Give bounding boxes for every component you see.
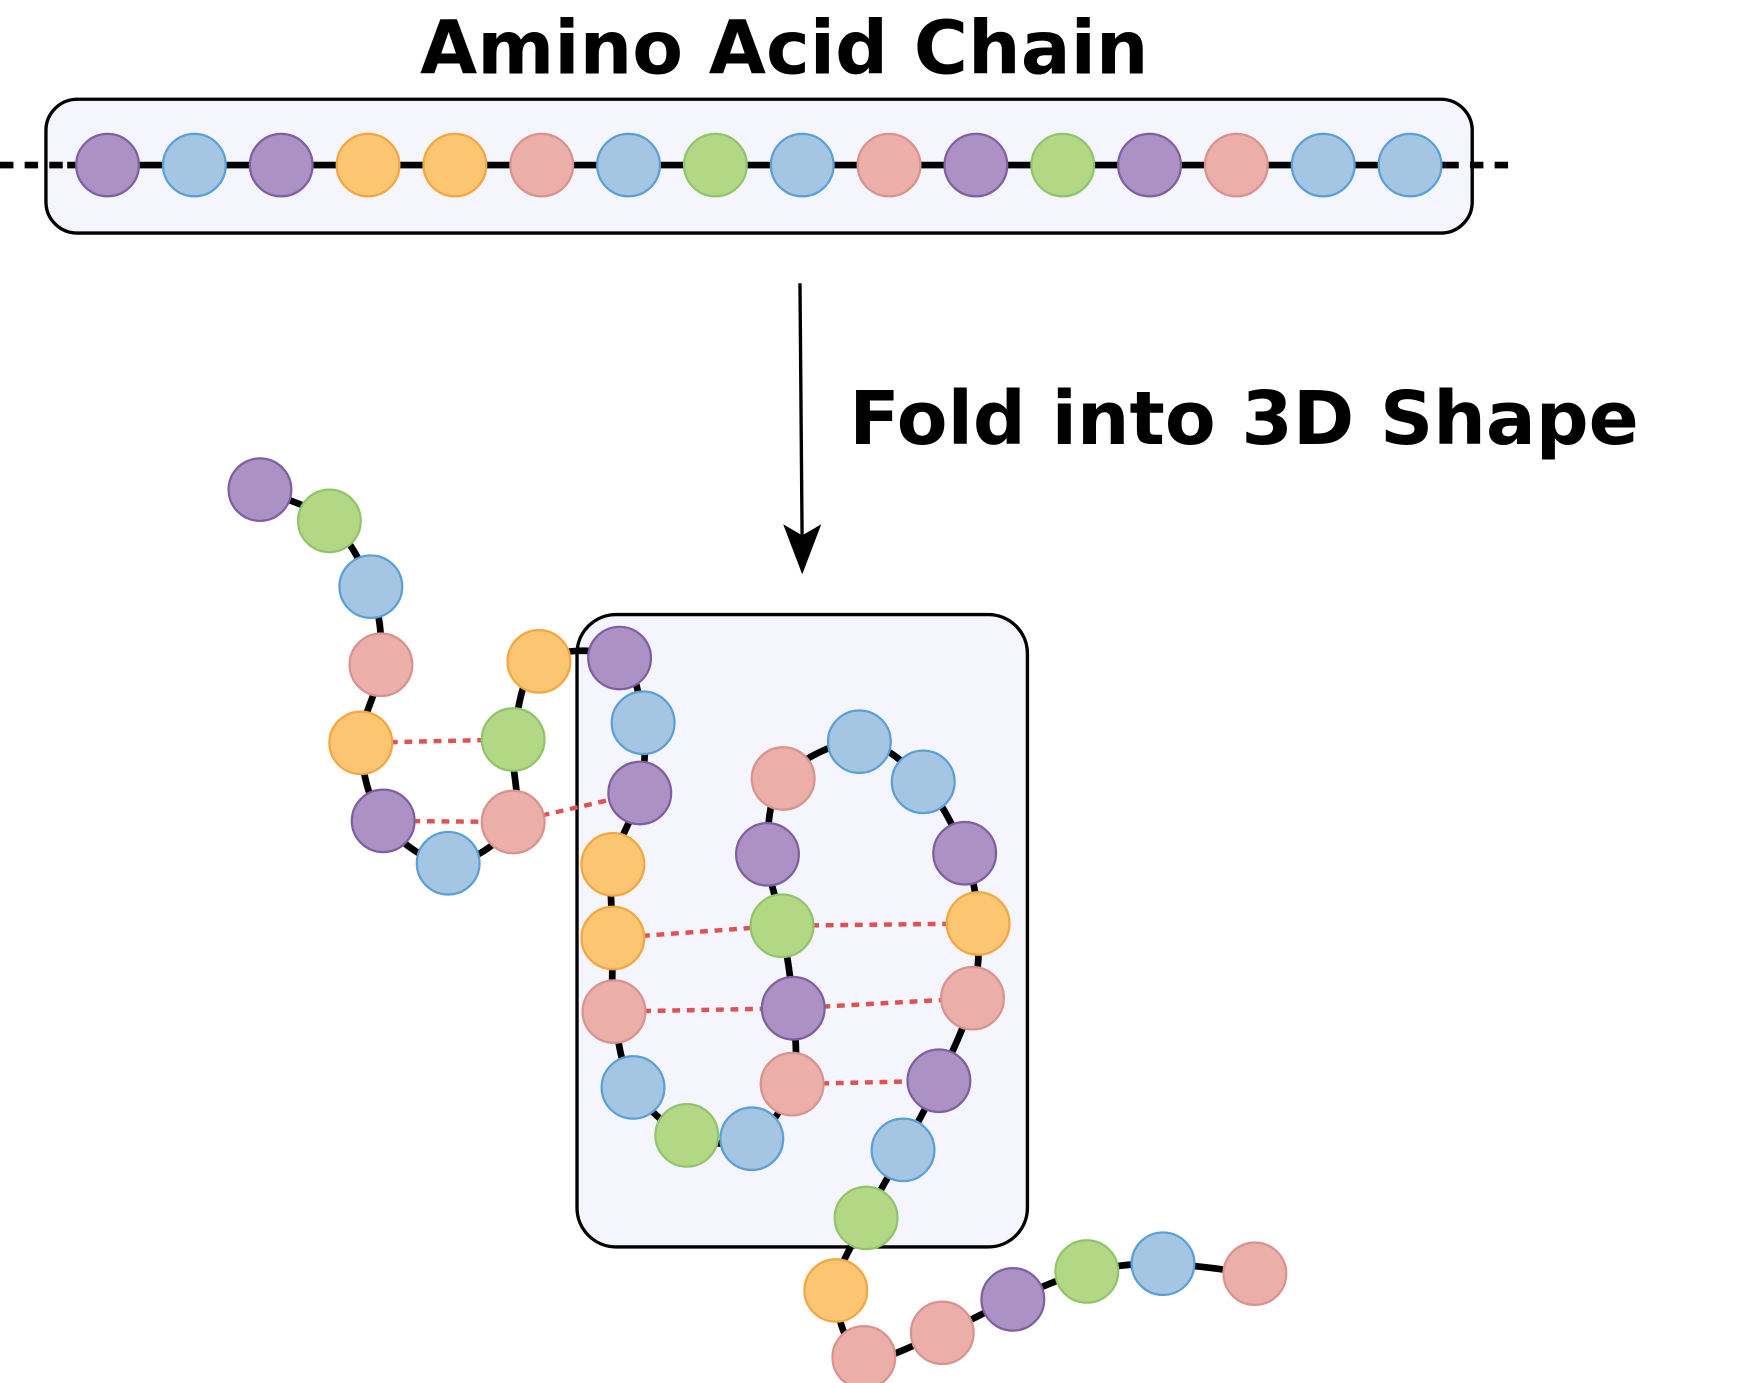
- folded-residue-purple: [760, 975, 826, 1041]
- folded-residue-purple: [906, 1048, 972, 1114]
- linear-residues: [75, 132, 1443, 198]
- folded-residue-blue: [719, 1106, 785, 1172]
- folded-residue-pink: [759, 1051, 825, 1117]
- folded-residue-blue: [826, 709, 892, 775]
- folded-residue-orange: [580, 832, 646, 897]
- fold-arrow-shaft: [798, 283, 804, 553]
- folded-residue-pink: [940, 965, 1006, 1031]
- folded-residue-pink: [831, 1325, 897, 1383]
- folded-residue-blue: [1130, 1231, 1196, 1297]
- residue-purple: [943, 132, 1009, 198]
- folded-residue-blue: [600, 1055, 666, 1120]
- folded-residue-purple: [227, 457, 293, 522]
- folded-residue-pink: [1222, 1241, 1288, 1307]
- folded-residue-green: [1054, 1239, 1120, 1304]
- folded-residue-purple: [587, 625, 653, 691]
- folded-residue-blue: [870, 1117, 936, 1183]
- folded-residue-pink: [480, 789, 546, 855]
- title: Amino Acid Chain: [420, 7, 1149, 92]
- folded-residue-purple: [350, 788, 416, 854]
- folded-residue-green: [749, 893, 815, 959]
- folded-residue-orange: [580, 905, 646, 971]
- folded-residue-pink: [348, 632, 414, 698]
- residue-orange: [335, 132, 401, 198]
- fold-label: Fold into 3D Shape: [849, 377, 1639, 462]
- folded-residue-purple: [932, 820, 998, 886]
- fold-arrow-head: [783, 524, 822, 575]
- residue-blue: [1377, 132, 1443, 198]
- folded-residue-pink: [909, 1300, 975, 1366]
- folded-residues: [227, 457, 1288, 1383]
- residue-pink: [856, 132, 922, 198]
- folded-residue-green: [833, 1185, 899, 1251]
- folded-residue-green: [296, 488, 362, 554]
- folded-residue-orange: [506, 629, 572, 694]
- residue-purple: [1117, 132, 1183, 198]
- hydrogen-bond: [782, 921, 979, 928]
- residue-blue: [161, 132, 227, 198]
- residue-green: [1030, 132, 1096, 198]
- folded-residue-pink: [750, 746, 816, 811]
- folded-residue-purple: [734, 821, 800, 887]
- residue-purple: [75, 132, 141, 198]
- folded-residue-pink: [581, 979, 647, 1044]
- residue-blue: [596, 132, 662, 198]
- folded-residue-purple: [980, 1267, 1046, 1332]
- folded-residue-blue: [610, 690, 676, 756]
- residue-pink: [1203, 132, 1269, 198]
- residue-blue: [1290, 132, 1356, 198]
- residue-orange: [422, 132, 488, 198]
- residue-purple: [248, 132, 314, 198]
- folded-residue-blue: [890, 749, 956, 815]
- folded-residue-green: [654, 1103, 720, 1168]
- hydrogen-bond: [360, 737, 514, 746]
- residue-pink: [509, 132, 575, 198]
- folded-residue-orange: [945, 891, 1011, 956]
- residue-green: [682, 132, 748, 198]
- folded-residue-blue: [415, 830, 481, 896]
- folded-residue-green: [480, 707, 546, 772]
- folded-residue-blue: [338, 554, 404, 620]
- folded-residue-orange: [803, 1258, 869, 1323]
- folded-residue-purple: [607, 760, 673, 826]
- folded-residue-orange: [328, 710, 394, 776]
- residue-blue: [769, 132, 835, 198]
